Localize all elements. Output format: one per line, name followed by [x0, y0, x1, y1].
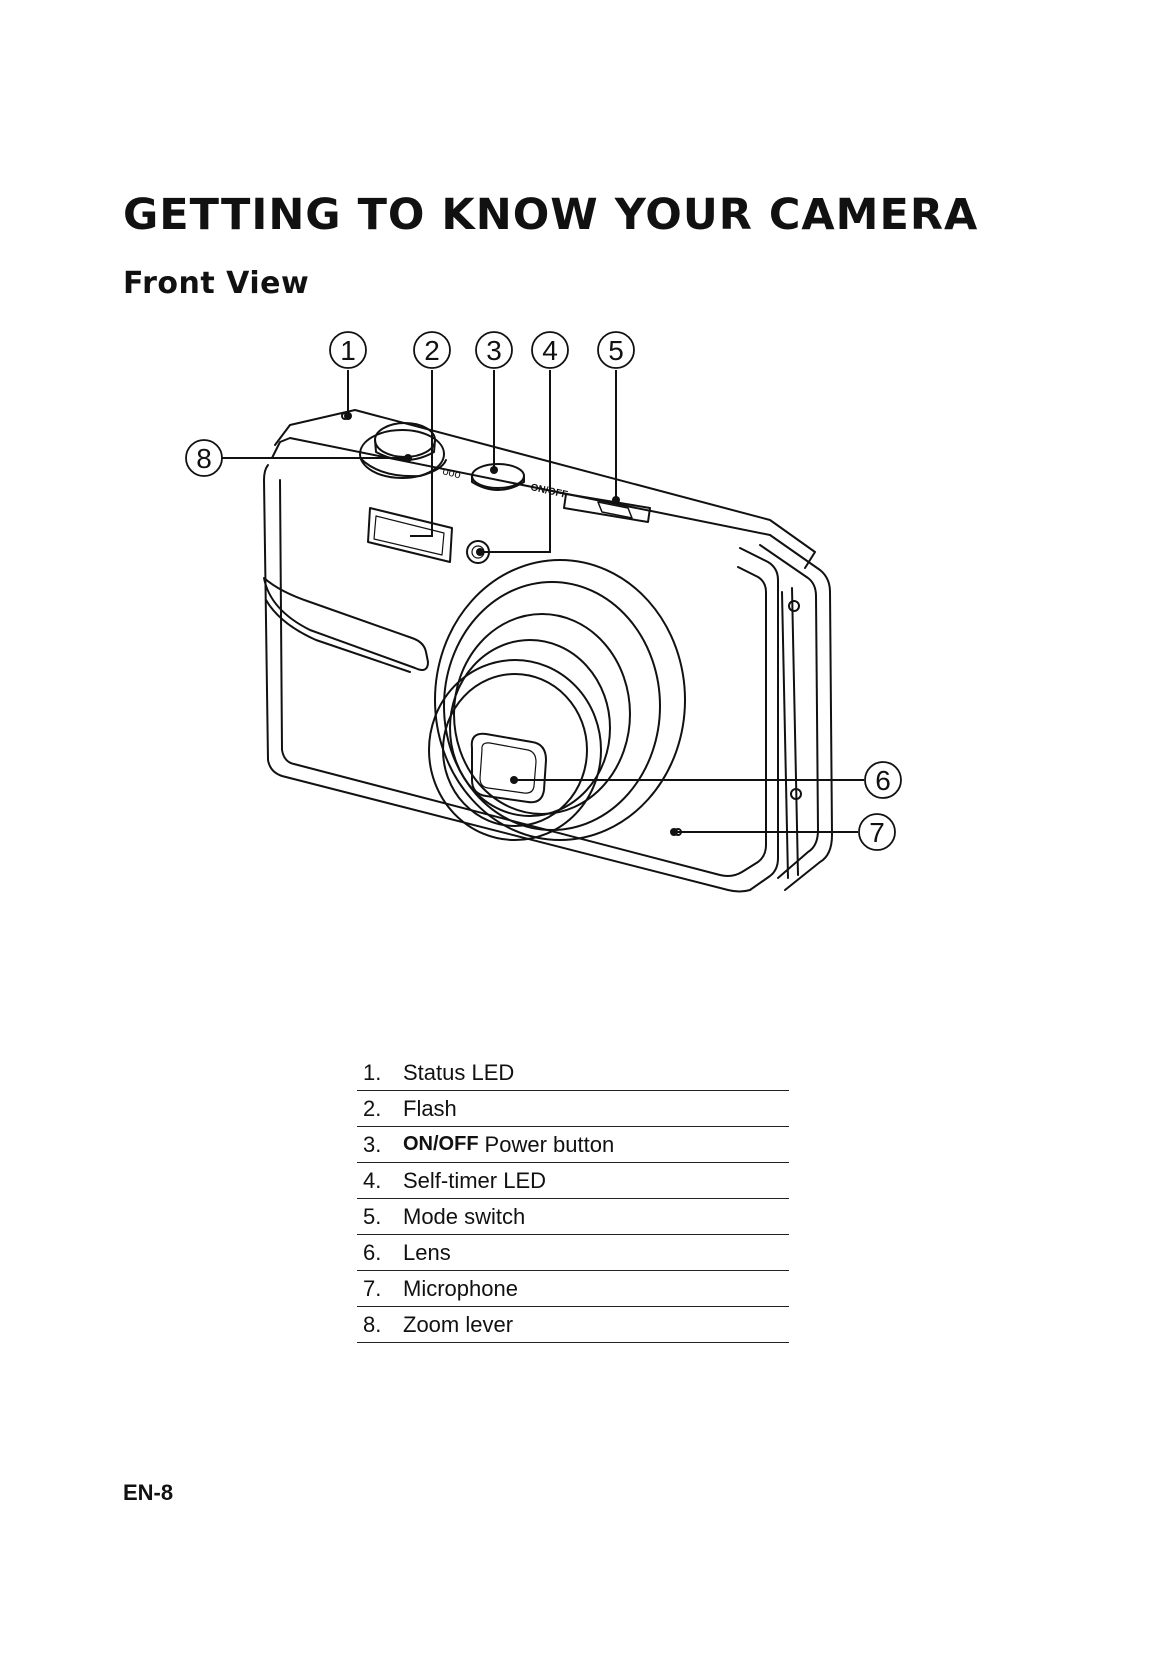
callout-6-circle: [864, 761, 902, 799]
zoom-marks: ooo: [441, 465, 462, 481]
callout-4-circle: [531, 331, 569, 369]
callout-2: 2: [424, 335, 440, 366]
callout-3: 3: [486, 335, 502, 366]
legend-item: 7. Microphone: [357, 1271, 789, 1307]
callout-5-circle: [597, 331, 635, 369]
page-title: GETTING TO KNOW YOUR CAMERA: [123, 190, 979, 240]
leader-4: [480, 370, 551, 553]
legend-item: 6. Lens: [357, 1235, 789, 1271]
lens-opening: [470, 732, 547, 804]
legend-item: 1. Status LED: [357, 1055, 789, 1091]
legend-label: Status LED: [403, 1059, 515, 1085]
legend-item: 4. Self-timer LED: [357, 1163, 789, 1199]
legend-number: 7.: [363, 1275, 382, 1301]
callout-5: 5: [608, 335, 624, 366]
zoom-lever: [359, 429, 445, 479]
callout-4: 4: [542, 335, 558, 366]
power-label: ON/OFF: [529, 482, 568, 501]
legend-number: 1.: [363, 1059, 382, 1085]
callout-7: 7: [869, 817, 885, 848]
callout-6: 6: [875, 765, 891, 796]
legend-label: Lens: [403, 1239, 451, 1265]
legend-label: Mode switch: [403, 1203, 526, 1229]
section-title: Front View: [123, 266, 310, 301]
callout-2-circle: [413, 331, 451, 369]
camera-grip: [263, 577, 429, 671]
callout-8: 8: [196, 443, 212, 474]
legend-number: 4.: [363, 1167, 382, 1193]
legend-number: 2.: [363, 1095, 382, 1121]
callout-7-circle: [858, 813, 896, 851]
lens-outer-ring: [434, 559, 686, 841]
leader-2: [410, 370, 433, 537]
mode-switch: [563, 493, 651, 523]
legend-label: Flash: [403, 1095, 457, 1121]
legend-item: 2. Flash: [357, 1091, 789, 1127]
legend-item: 5. Mode switch: [357, 1199, 789, 1235]
callout-8-circle: [185, 439, 223, 477]
flash-window: [367, 507, 453, 563]
legend-number: 5.: [363, 1203, 382, 1229]
legend-number: 8.: [363, 1311, 382, 1337]
legend-number: 3.: [363, 1131, 382, 1157]
legend-number: 6.: [363, 1239, 382, 1265]
shutter-button: [374, 422, 436, 458]
camera-side-edge-inner: [759, 544, 819, 879]
lens-front-ring: [428, 659, 602, 841]
camera-drawing: ON/OFF ooo: [185, 331, 902, 893]
callout-3-circle: [475, 331, 513, 369]
legend-label: Power button: [484, 1131, 615, 1157]
callout-1: 1: [340, 335, 356, 366]
camera-front-illustration: ON/OFF ooo: [180, 330, 960, 990]
page-number: EN-8: [123, 1480, 174, 1505]
legend-bold-label: ON/OFF: [403, 1133, 479, 1155]
legend-label: Self-timer LED: [403, 1167, 547, 1193]
camera-side-edge: [769, 534, 833, 891]
camera-front-face: [263, 464, 779, 893]
legend-label: Microphone: [403, 1275, 518, 1301]
callout-1-circle: [329, 331, 367, 369]
camera-top-plate: [274, 409, 816, 569]
legend-item: 8. Zoom lever: [357, 1307, 789, 1343]
legend-label: Zoom lever: [403, 1311, 514, 1337]
